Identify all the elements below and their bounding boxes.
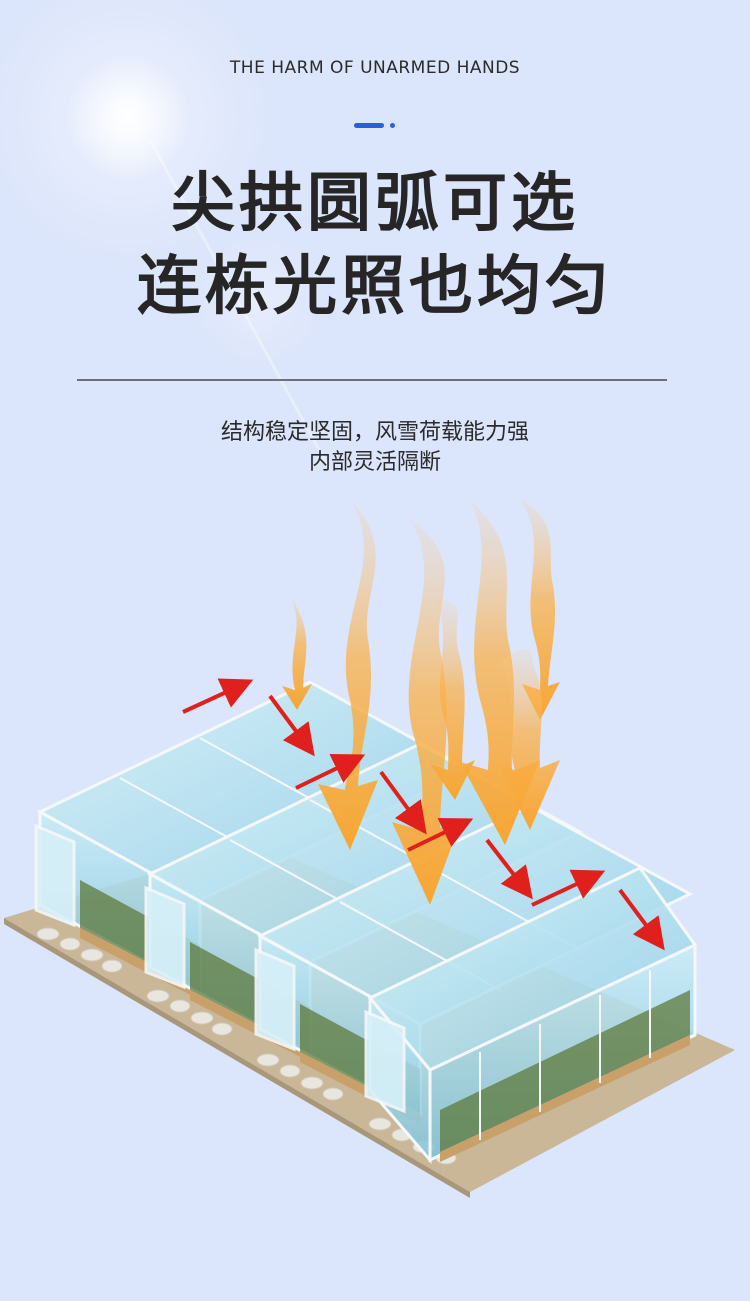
heat-flow-4 [520,500,560,720]
airflow-arrow-2 [268,694,315,757]
heat-flow-2 [392,520,462,905]
open-doors [34,823,406,1114]
divider [77,379,667,381]
description-line-1: 结构稳定坚固，风雪荷载能力强 [220,420,529,445]
heat-flow-1 [318,500,378,850]
accent-bar [354,123,384,128]
airflow-arrow-4 [379,770,427,835]
greenhouse-illustration [4,500,735,1198]
lens-flare [188,230,328,370]
description-line-2: 内部灵活隔断 [308,450,441,475]
heat-flow-7 [498,649,560,830]
airflow-arrow-7 [531,869,606,907]
headline-line-1: 尖拱圆弧可选 [171,167,579,241]
airflow-arrow-1 [182,678,254,714]
ground-edge [4,918,470,1198]
airflow-arrows [182,678,665,951]
airflow-arrow-8 [618,888,665,951]
heat-flow-5 [282,590,312,710]
airflow-arrow-3 [295,754,366,790]
english-subtitle: THE HARM OF UNARMED HANDS [229,58,521,78]
accent-mark [354,123,400,129]
heat-flows [282,500,560,905]
light-ray [148,139,332,471]
heat-flow-3 [460,500,540,845]
headline-line-2: 连栋光照也均匀 [137,250,613,324]
accent-dot [390,123,395,128]
sun [66,56,190,180]
airflow-arrow-5 [407,818,474,852]
heat-flow-6 [430,600,475,800]
airflow-arrow-6 [485,838,533,900]
stepping-stones [36,927,457,1165]
